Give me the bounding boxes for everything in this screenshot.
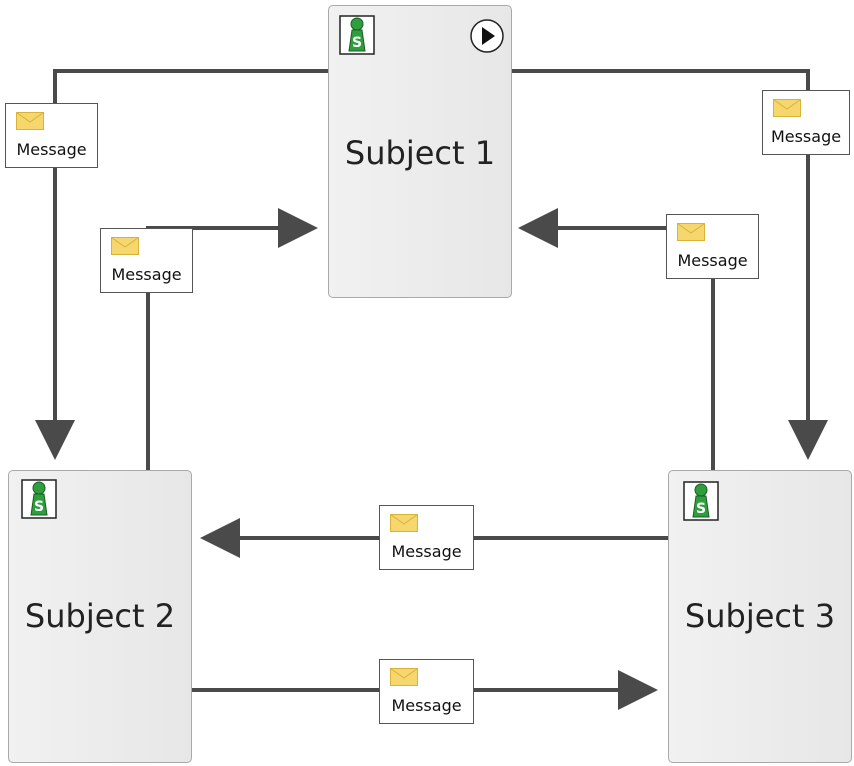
subject-s-icon: S [683, 481, 719, 521]
envelope-icon [390, 668, 418, 686]
subject-3-box[interactable]: S Subject 3 [668, 470, 852, 763]
envelope-icon [390, 514, 418, 532]
svg-text:S: S [34, 499, 44, 515]
message-label: Message [391, 542, 462, 561]
subject-s-icon: S [21, 479, 57, 519]
envelope-icon [773, 99, 801, 117]
envelope-icon [677, 223, 705, 241]
svg-text:S: S [696, 501, 706, 517]
subject-2-label: Subject 2 [24, 597, 176, 635]
svg-text:S: S [352, 35, 362, 51]
message-label: Message [16, 140, 87, 159]
subject-s-icon: S [339, 15, 375, 55]
message-label: Message [677, 251, 748, 270]
envelope-icon [16, 112, 44, 130]
message-s3-to-s2[interactable]: Message [379, 505, 474, 570]
subject-1-box[interactable]: S Subject 1 [328, 5, 512, 298]
subject-3-label: Subject 3 [684, 597, 836, 635]
message-label: Message [111, 265, 182, 284]
play-icon[interactable] [469, 18, 505, 54]
message-s1-to-s2[interactable]: Message [5, 103, 98, 168]
subject-2-box[interactable]: S Subject 2 [8, 470, 192, 763]
message-s2-to-s3[interactable]: Message [379, 659, 474, 724]
connector-s1-to-s3[interactable] [510, 69, 828, 460]
message-label: Message [770, 127, 842, 146]
connector-s1-to-s2[interactable] [35, 69, 328, 460]
message-s3-to-s1[interactable]: Message [666, 214, 759, 279]
envelope-icon [111, 237, 139, 255]
message-label: Message [391, 696, 462, 715]
message-s2-to-s1[interactable]: Message [100, 228, 193, 293]
subject-1-label: Subject 1 [344, 134, 496, 172]
message-s1-to-s3[interactable]: Message [762, 90, 850, 155]
